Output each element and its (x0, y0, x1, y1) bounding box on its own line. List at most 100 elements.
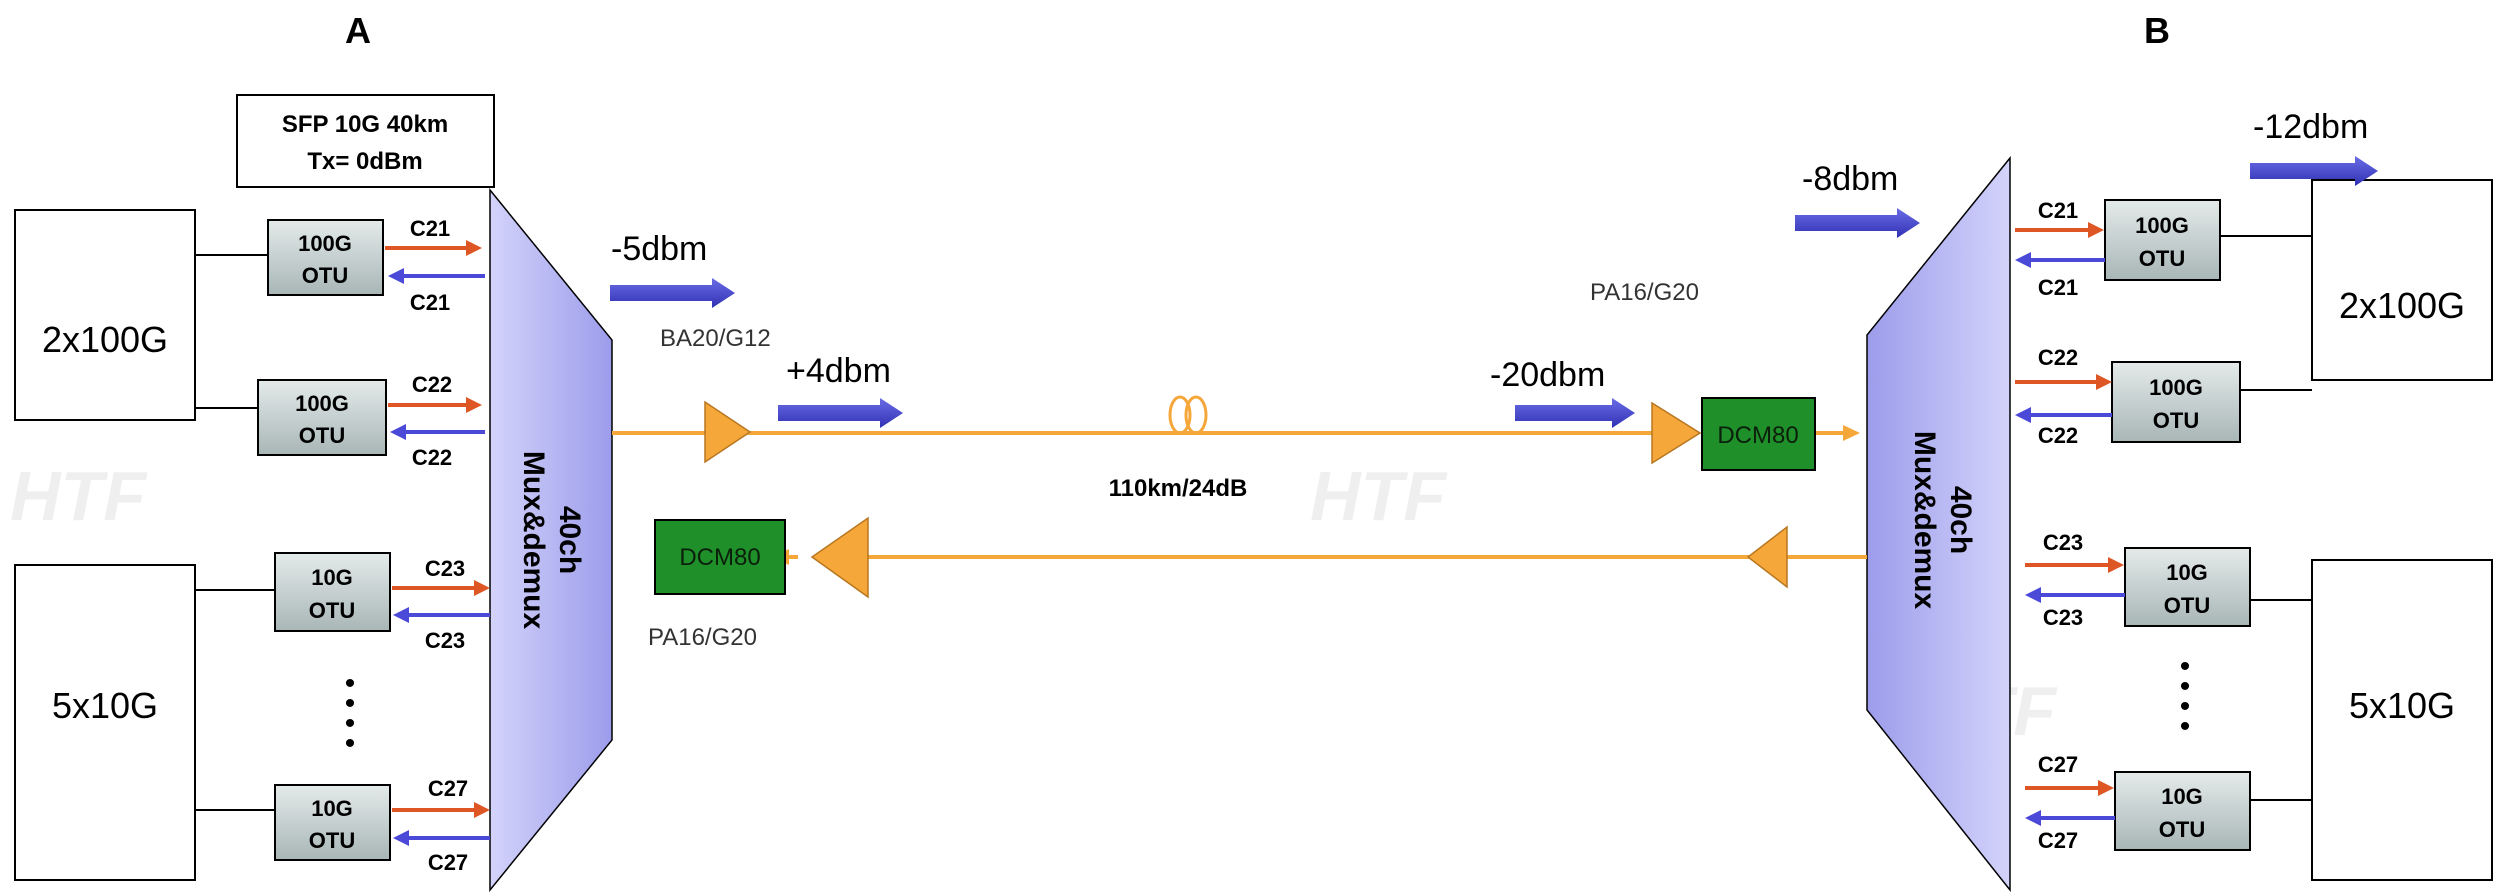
power-arrows (610, 156, 2378, 428)
tx-arrow (2025, 780, 2114, 796)
client-box (2311, 179, 2493, 381)
dot: • (2180, 690, 2191, 723)
otu-label: OTU (309, 828, 355, 853)
dcm-label: DCM80 (1717, 422, 1798, 449)
site-a-label: A (345, 10, 371, 51)
rx-arrow (2015, 252, 2105, 268)
client-label: 5x10G (2349, 685, 2455, 726)
mux-shape (489, 187, 613, 893)
dcm-a: DCM80 (654, 519, 786, 595)
rx-arrow (2015, 407, 2112, 423)
otu-box (274, 552, 391, 632)
channel-label-tx: C22 (2038, 345, 2078, 370)
tx-arrow (2025, 557, 2124, 573)
rx-arrow (393, 607, 490, 623)
fiber-west (772, 549, 1867, 565)
otu-rate: 10G (311, 796, 353, 821)
channel-label-rx: C22 (412, 445, 452, 470)
preamp-b-label: PA16/G20 (1590, 279, 1699, 306)
otu-b-c27: 10G OTU C27 C27 (2038, 752, 2251, 853)
dcm-b: DCM80 (1701, 397, 1816, 471)
power-arrow-a-booster-out (778, 398, 903, 428)
fiber-east (612, 395, 1860, 441)
otu-label: OTU (2153, 408, 2199, 433)
tx-arrow (392, 580, 490, 596)
channel-label-tx: C21 (410, 216, 450, 241)
power-label-b-client-out: -12dbm (2253, 108, 2368, 146)
rx-arrow (388, 268, 485, 284)
continuation-dots-a: • • • • (345, 667, 356, 760)
dot: • (2180, 670, 2191, 703)
fiber-span-label: 110km/24dB (1109, 475, 1248, 502)
channel-label-rx: C23 (425, 628, 465, 653)
otu-rate: 100G (298, 231, 352, 256)
preamp-a-amplifier-icon (810, 516, 869, 599)
otu-box (2124, 547, 2251, 627)
fiber-spool-icon (1168, 395, 1208, 435)
otu-box (267, 219, 384, 296)
mux-label-line1: 40ch (1944, 486, 1977, 554)
watermark-text: HTF (1310, 457, 1448, 535)
dcm-box (654, 519, 786, 595)
dcm-label: DCM80 (679, 544, 760, 571)
otu-label: OTU (2159, 817, 2205, 842)
otu-label: OTU (302, 263, 348, 288)
rx-arrow (2025, 587, 2125, 603)
mux-demux-b: 40ch Mux&demux (1866, 155, 2011, 893)
otu-rate: 100G (295, 391, 349, 416)
otu-rate: 10G (2166, 560, 2208, 585)
client-box (2311, 559, 2493, 881)
otu-label: OTU (2164, 593, 2210, 618)
dot: • (2180, 710, 2191, 743)
sfp-note: SFP 10G 40km Tx= 0dBm (236, 94, 495, 188)
client-label: 2x100G (42, 319, 168, 360)
dot: • (345, 727, 356, 760)
channel-label-tx: C22 (412, 372, 452, 397)
otu-b-c21: 100G OTU C21 C21 (2038, 198, 2221, 300)
otu-box (274, 784, 391, 861)
otu-rate: 10G (311, 565, 353, 590)
tx-arrow (392, 802, 490, 818)
otu-a-c27: 10G OTU C27 C27 (274, 776, 468, 875)
otu-box (2114, 771, 2251, 851)
otu-label: OTU (309, 598, 355, 623)
dcm-box (1701, 397, 1816, 471)
tx-arrow (385, 240, 482, 256)
tx-arrow (2015, 374, 2112, 390)
client-b-top: 2x100G (2220, 179, 2493, 391)
otu-b-c22: 100G OTU C22 C22 (2038, 345, 2241, 448)
otu-rate: 100G (2149, 375, 2203, 400)
tx-arrow (2015, 222, 2104, 238)
channel-arrows-a (385, 240, 490, 846)
mux-shape (1866, 155, 2011, 893)
continuation-dots-b: • • • • (2180, 650, 2191, 743)
client-label: 2x100G (2339, 285, 2465, 326)
mux-label-line2: Mux&demux (517, 451, 550, 630)
otu-a-c21: 100G OTU C21 C21 (267, 216, 450, 315)
channel-label-tx: C21 (2038, 198, 2078, 223)
channel-label-rx: C21 (410, 290, 450, 315)
site-b-label: B (2144, 10, 2170, 51)
channel-label-rx: C27 (2038, 828, 2078, 853)
power-arrow-b-preamp-in (1515, 398, 1635, 428)
power-label-a-mux-out: -5dbm (611, 230, 707, 268)
mux-label-line2: Mux&demux (1908, 431, 1941, 610)
preamp-a-label: PA16/G20 (648, 624, 757, 651)
client-a-bottom: 5x10G (14, 564, 275, 881)
otu-box (2104, 199, 2221, 281)
inline-amplifier-icon (1746, 525, 1788, 589)
fiber-arrowhead (1843, 425, 1860, 441)
dot: • (345, 667, 356, 700)
sfp-note-line2: Tx= 0dBm (307, 148, 422, 175)
power-arrow-a-mux-out (610, 278, 735, 308)
channel-label-rx: C27 (428, 850, 468, 875)
client-a-top: 2x100G (14, 209, 268, 421)
channel-label-tx: C27 (2038, 752, 2078, 777)
client-label: 5x10G (52, 685, 158, 726)
dot: • (2180, 650, 2191, 683)
channel-label-rx: C22 (2038, 423, 2078, 448)
mux-label-line1: 40ch (553, 506, 586, 574)
client-b-bottom: 5x10G (2250, 559, 2493, 881)
otu-rate: 10G (2161, 784, 2203, 809)
